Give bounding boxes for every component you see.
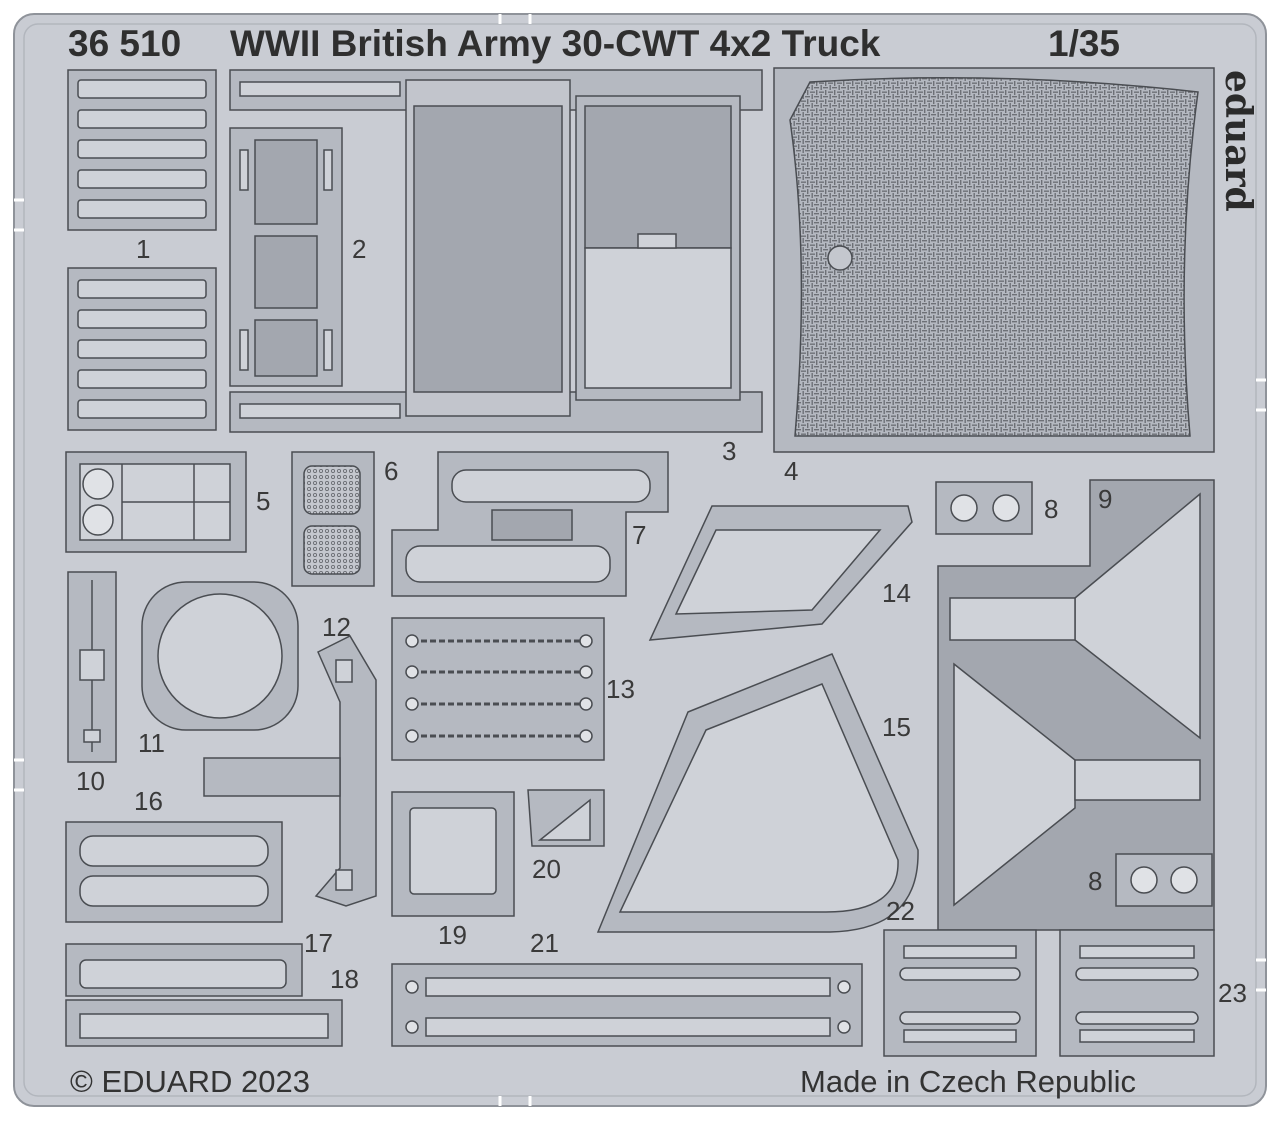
part-1-strips <box>67 69 217 431</box>
part-12-strip <box>203 635 377 907</box>
part-number-8-bottom: 8 <box>1088 866 1102 896</box>
part-number-18: 18 <box>330 964 359 994</box>
part-2-frame <box>229 127 343 387</box>
part-21-rails <box>391 963 863 1047</box>
part-19 <box>391 791 515 917</box>
part-3-panels <box>229 69 763 433</box>
part-number-22: 22 <box>886 896 915 926</box>
part-number-9: 9 <box>1098 484 1112 514</box>
part-number-2: 2 <box>352 234 366 264</box>
part-20 <box>527 789 605 847</box>
frame-sprue-gaps <box>14 14 1266 1106</box>
part-23-hinges <box>1059 929 1215 1057</box>
part-5 <box>65 451 247 553</box>
part-10 <box>67 571 117 763</box>
part-number-13: 13 <box>606 674 635 704</box>
part-number-1: 1 <box>136 234 150 264</box>
part-9-funnel <box>937 479 1215 931</box>
part-number-8-top: 8 <box>1044 494 1058 524</box>
part-number-4: 4 <box>784 456 798 486</box>
copyright-text: © EDUARD 2023 <box>70 1064 310 1099</box>
product-number: 36 510 <box>68 23 181 64</box>
part-number-17: 17 <box>304 928 333 958</box>
part-16 <box>65 821 283 923</box>
part-number-15: 15 <box>882 712 911 742</box>
brand-logo-text: eduard <box>1217 70 1259 212</box>
part-number-11: 11 <box>138 728 165 758</box>
part-8-top <box>935 481 1033 535</box>
part-14-frame <box>648 505 913 641</box>
part-6-mesh-pads <box>291 451 375 587</box>
part-11-ring <box>141 581 299 731</box>
part-number-21: 21 <box>530 928 559 958</box>
sheet-title: WWII British Army 30-CWT 4x2 Truck <box>230 23 881 64</box>
part-4-mesh-plate <box>773 67 1215 453</box>
part-17-18 <box>65 943 343 1047</box>
part-number-6: 6 <box>384 456 398 486</box>
part-8-bottom <box>1115 853 1213 907</box>
sheet-scale: 1/35 <box>1048 23 1120 64</box>
part-13-chains <box>391 617 605 761</box>
part-number-20: 20 <box>532 854 561 884</box>
part-22-hinges <box>883 929 1037 1057</box>
part-number-12: 12 <box>322 612 351 642</box>
fret-inner-border <box>23 23 1257 1097</box>
part-number-7: 7 <box>632 520 646 550</box>
part-number-23: 23 <box>1218 978 1247 1008</box>
part-number-14: 14 <box>882 578 911 608</box>
part-number-5: 5 <box>256 486 270 516</box>
part-number-3: 3 <box>722 436 736 466</box>
part-15-frame <box>596 653 919 933</box>
origin-text: Made in Czech Republic <box>800 1064 1136 1099</box>
part-number-16: 16 <box>134 786 163 816</box>
part-number-10: 10 <box>76 766 105 796</box>
part-7 <box>391 451 669 597</box>
part-number-19: 19 <box>438 920 467 950</box>
